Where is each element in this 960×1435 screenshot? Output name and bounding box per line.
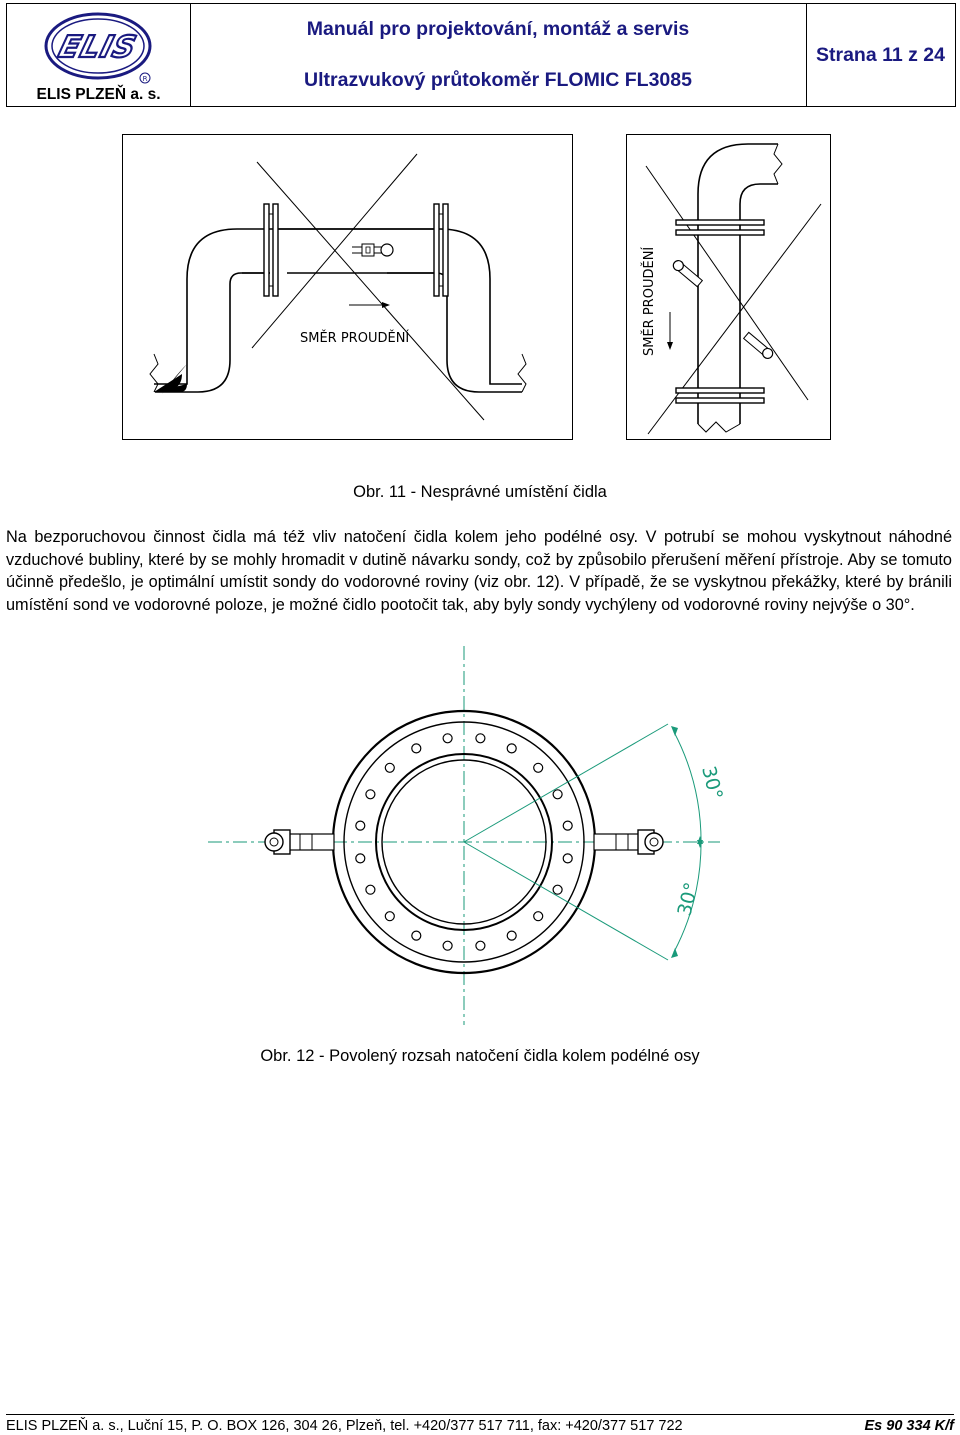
bolt-hole bbox=[562, 820, 573, 831]
figure11-left-drawing: SMĚR PROUDĚNÍ bbox=[122, 134, 573, 440]
figure11-caption: Obr. 11 - Nesprávné umístění čidla bbox=[353, 483, 607, 501]
manual-title: Manuál pro projektování, montáž a servis bbox=[306, 18, 690, 40]
sensor-left bbox=[264, 829, 335, 855]
bolt-hole bbox=[533, 911, 544, 922]
sensor-probe bbox=[352, 243, 394, 257]
flow-direction-label-left: SMĚR PROUDĚNÍ bbox=[300, 330, 409, 346]
bolt-hole bbox=[533, 762, 544, 773]
flow-direction-label-right: SMĚR PROUDĚNÍ bbox=[641, 247, 657, 356]
angle-label-upper: 30° bbox=[697, 764, 726, 802]
header-logo-cell: ELIS R ELIS PLZEŇ a. s. bbox=[7, 4, 191, 106]
bolt-hole bbox=[552, 789, 563, 800]
header-title-cell: Manuál pro projektování, montáž a servis… bbox=[190, 4, 807, 106]
bolt-hole bbox=[506, 930, 517, 941]
bolt-hole bbox=[384, 762, 395, 773]
bolt-hole bbox=[411, 930, 422, 941]
bolt-hole bbox=[355, 853, 366, 864]
company-name: ELIS PLZEŇ a. s. bbox=[36, 86, 161, 103]
bolt-hole bbox=[442, 940, 453, 951]
svg-text:R: R bbox=[143, 75, 148, 83]
bolt-hole bbox=[384, 911, 395, 922]
bolt-hole bbox=[552, 884, 563, 895]
elis-logo: ELIS R bbox=[44, 12, 152, 84]
page-footer: ELIS PLZEŇ a. s., Luční 15, P. O. BOX 12… bbox=[6, 1414, 954, 1434]
bolt-hole bbox=[411, 743, 422, 754]
figure11-right-drawing: SMĚR PROUDĚNÍ bbox=[626, 134, 831, 440]
bolt-hole bbox=[365, 789, 376, 800]
header-page-cell: Strana 11 z 24 bbox=[806, 4, 955, 106]
document-code: Es 90 334 K/f bbox=[864, 1418, 954, 1434]
sensor-right bbox=[593, 829, 664, 855]
bolt-hole bbox=[355, 820, 366, 831]
bolt-hole bbox=[365, 884, 376, 895]
sensor-probe-upper bbox=[672, 259, 704, 288]
sensor-probe-lower bbox=[742, 331, 774, 360]
body-paragraph: Na bezporuchovou činnost čidla má též vl… bbox=[6, 528, 952, 614]
bolt-holes bbox=[355, 733, 573, 951]
bolt-hole bbox=[562, 853, 573, 864]
bolt-hole bbox=[475, 733, 486, 744]
page-number: Strana 11 z 24 bbox=[816, 44, 945, 66]
footer-address: ELIS PLZEŇ a. s., Luční 15, P. O. BOX 12… bbox=[6, 1418, 683, 1434]
bolt-hole bbox=[442, 733, 453, 744]
product-title: Ultrazvukový průtokoměr FLOMIC FL3085 bbox=[304, 69, 692, 91]
page-header: ELIS R ELIS PLZEŇ a. s. Manuál pro proje… bbox=[6, 3, 956, 107]
angle-label-lower: 30° bbox=[674, 880, 703, 918]
logo-text: ELIS bbox=[55, 30, 141, 64]
bolt-hole bbox=[506, 743, 517, 754]
figure12-caption: Obr. 12 - Povolený rozsah natočení čidla… bbox=[260, 1047, 700, 1065]
figure12-drawing: 30° 30° bbox=[208, 646, 727, 1025]
bolt-hole bbox=[475, 940, 486, 951]
